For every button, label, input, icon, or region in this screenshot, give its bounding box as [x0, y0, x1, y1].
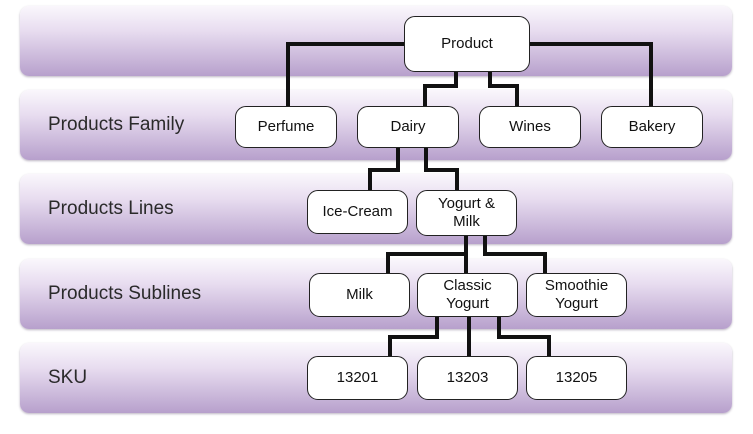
- level-label-sublines: Products Sublines: [48, 283, 202, 304]
- level-label-lines: Products Lines: [48, 198, 174, 219]
- connector-dairy-icecream: [368, 146, 400, 192]
- node-bakery: Bakery: [601, 106, 703, 148]
- node-sku-13203: 13203: [417, 356, 518, 400]
- node-sku-13201: 13201: [307, 356, 408, 400]
- connector-product-bakery: [527, 42, 653, 108]
- level-label-family: Products Family: [48, 114, 185, 135]
- level-band-product: [20, 6, 732, 76]
- level-label-sku: SKU: [48, 367, 88, 388]
- connector-dairy-yogurtmilk: [424, 146, 459, 192]
- connector-yogurtmilk-smoothie: [483, 234, 547, 275]
- node-product: Product: [404, 16, 530, 72]
- connector-product-wines: [488, 70, 519, 108]
- node-wines: Wines: [479, 106, 581, 148]
- node-perfume: Perfume: [235, 106, 337, 148]
- node-yogurt-milk: Yogurt & Milk: [416, 190, 517, 236]
- node-ice-cream: Ice-Cream: [307, 190, 408, 234]
- connector-product-perfume: [286, 42, 407, 108]
- connector-yogurtmilk-milk: [386, 234, 468, 275]
- node-classic-yogurt: Classic Yogurt: [417, 273, 518, 317]
- node-milk: Milk: [309, 273, 410, 317]
- node-dairy: Dairy: [357, 106, 459, 148]
- node-smoothie-yogurt: Smoothie Yogurt: [526, 273, 627, 317]
- connector-product-dairy: [423, 70, 458, 108]
- node-sku-13205: 13205: [526, 356, 627, 400]
- connector-classic-13201: [388, 315, 439, 358]
- connector-classic-13205: [497, 315, 551, 358]
